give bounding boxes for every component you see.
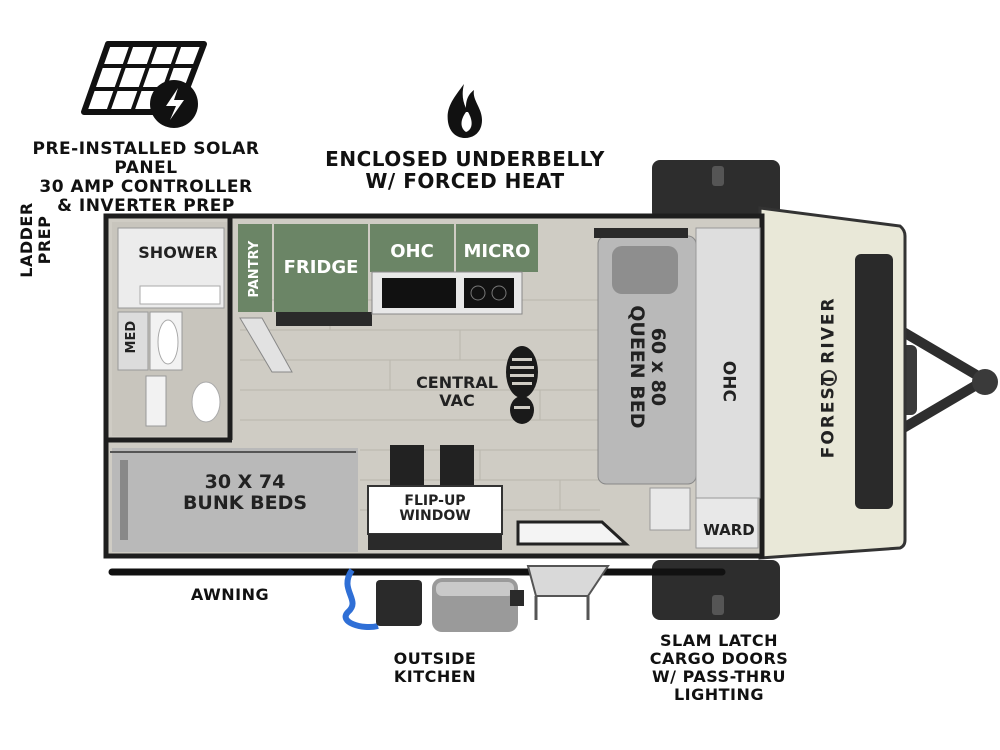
micro-label: MICRO xyxy=(463,241,531,262)
entry-door xyxy=(516,520,630,546)
bed-pillows xyxy=(612,246,678,294)
central-vac-label: CENTRAL VAC xyxy=(416,373,498,410)
solar-panel-icon xyxy=(81,41,207,128)
awning-callout: AWNING xyxy=(190,585,270,604)
ward-label: WARD xyxy=(703,521,755,539)
med-label: MED xyxy=(123,320,139,354)
cargo-door-top xyxy=(652,160,780,220)
outside-kitchen-equipment xyxy=(342,565,610,632)
underbelly-callout: ENCLOSED UNDERBELLY W/ FORCED HEAT xyxy=(325,147,605,194)
entry-step xyxy=(239,317,293,373)
ohc-cabinet xyxy=(370,224,454,272)
ohc-front-label: OHC xyxy=(718,360,739,402)
micro-cabinet xyxy=(456,224,538,272)
trailer-hitch xyxy=(895,325,998,435)
bunk-bed xyxy=(112,448,358,552)
front-window xyxy=(855,254,893,509)
outside-kitchen-callout: OUTSIDE KITCHEN xyxy=(393,649,477,686)
ladder-prep-callout: LADDER PREP xyxy=(17,202,54,278)
ohc-kitchen-label: OHC xyxy=(390,241,434,262)
wardrobe xyxy=(695,497,759,549)
bath-walls xyxy=(108,218,233,443)
pantry-label: PANTRY xyxy=(246,240,262,298)
fridge-label: FRIDGE xyxy=(283,257,359,278)
med-cabinet xyxy=(117,311,149,371)
queen-bed-label: 60 x 80 QUEEN BED xyxy=(626,305,669,429)
shower-label: SHOWER xyxy=(138,243,218,262)
bunk-beds-label: 30 X 74 BUNK BEDS xyxy=(182,471,308,514)
footprint-icon xyxy=(506,346,538,424)
brand-wordmark: FOREST RIVER xyxy=(818,296,839,459)
dinette-seat xyxy=(440,445,474,485)
front-ohc xyxy=(695,227,761,499)
outer-wall xyxy=(103,213,765,559)
brand-logo-icon xyxy=(821,370,837,386)
flame-icon xyxy=(447,84,482,138)
pantry-cabinet xyxy=(238,224,272,312)
dinette-seat xyxy=(390,445,424,485)
toilet xyxy=(145,375,167,427)
flip-up-window-frame xyxy=(367,485,503,535)
fridge-cabinet xyxy=(274,224,368,312)
cargo-doors-callout: SLAM LATCH CARGO DOORS W/ PASS-THRU LIGH… xyxy=(649,631,789,704)
kitchen-sink xyxy=(382,278,456,308)
flip-up-window-label: FLIP-UP WINDOW xyxy=(399,493,471,525)
solar-callout: PRE-INSTALLED SOLAR PANEL 30 AMP CONTROL… xyxy=(32,139,260,217)
